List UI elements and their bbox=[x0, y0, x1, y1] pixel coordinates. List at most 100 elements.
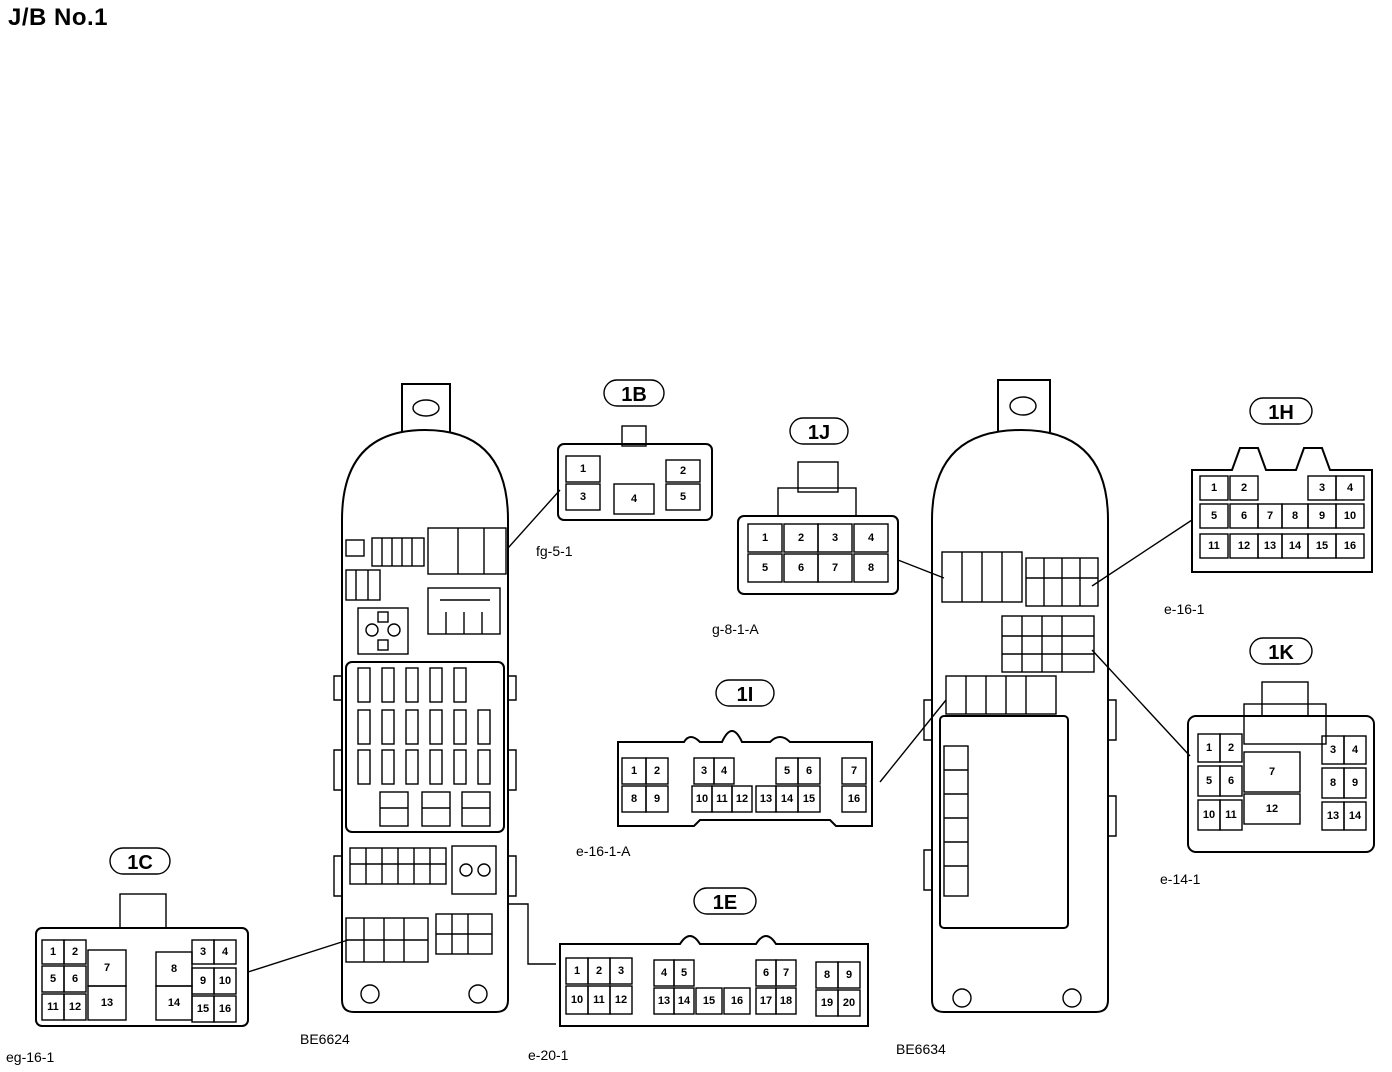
connector-1H-pin-16: 16 bbox=[1344, 540, 1356, 552]
connector-1I-pin-14: 14 bbox=[781, 793, 794, 805]
connector-1E-part: e-20-1 bbox=[528, 1047, 569, 1063]
connector-1C: 1C 1 2 3 4 5 6 7 8 9 10 11 12 13 14 15 1… bbox=[6, 847, 249, 1065]
connector-1K-part: e-14-1 bbox=[1160, 871, 1201, 887]
connector-1H-part: e-16-1 bbox=[1164, 601, 1205, 617]
connector-1E-pin-18: 18 bbox=[780, 995, 792, 1007]
connector-1E-pin-17: 17 bbox=[760, 995, 772, 1007]
connector-1E-pin-12: 12 bbox=[615, 994, 627, 1006]
connector-1E-pin-19: 19 bbox=[821, 997, 833, 1009]
connector-1H-pin-3: 3 bbox=[1319, 482, 1325, 494]
connector-1K-pin-3: 3 bbox=[1330, 744, 1336, 756]
connector-1H-pin-10: 10 bbox=[1344, 510, 1356, 522]
connector-1I-pin-10: 10 bbox=[696, 793, 708, 805]
connector-1E-pin-14: 14 bbox=[678, 995, 691, 1007]
block-code-right: BE6634 bbox=[896, 1041, 946, 1057]
connector-1I-pin-2: 2 bbox=[654, 765, 660, 777]
connector-1C-pin-1: 1 bbox=[50, 946, 56, 958]
connector-1B-pin-3: 3 bbox=[580, 491, 586, 503]
connector-1K-pin-4: 4 bbox=[1352, 744, 1359, 756]
connector-1E-id: 1E bbox=[713, 892, 737, 914]
connector-1H-pin-1: 1 bbox=[1211, 482, 1217, 494]
connector-1C-part: eg-16-1 bbox=[6, 1049, 54, 1065]
connector-1I-pin-16: 16 bbox=[848, 793, 860, 805]
connector-1I-pin-12: 12 bbox=[736, 793, 748, 805]
page-title: J/B No.1 bbox=[8, 4, 109, 31]
connector-1H-pin-8: 8 bbox=[1292, 510, 1298, 522]
connector-1C-pin-6: 6 bbox=[72, 973, 78, 985]
connector-1C-pin-14: 14 bbox=[168, 997, 181, 1009]
connector-1I-pin-3: 3 bbox=[701, 765, 707, 777]
block-code-left: BE6624 bbox=[300, 1031, 350, 1047]
connector-1H: 1H 1 2 3 4 5 6 7 8 9 10 11 12 13 14 15 1… bbox=[1164, 397, 1373, 617]
connector-1J-id: 1J bbox=[808, 422, 830, 444]
connector-1I-pin-15: 15 bbox=[803, 793, 815, 805]
connector-1C-pin-2: 2 bbox=[72, 946, 78, 958]
connector-1J-part: g-8-1-A bbox=[712, 621, 759, 637]
connector-1E-pin-9: 9 bbox=[846, 969, 852, 981]
connector-1E-pin-4: 4 bbox=[661, 967, 668, 979]
connector-1E-pin-6: 6 bbox=[763, 967, 769, 979]
connector-1I-pin-1: 1 bbox=[631, 765, 637, 777]
connector-1J-pin-3: 3 bbox=[832, 532, 838, 544]
connector-1B-pin-5: 5 bbox=[680, 491, 686, 503]
connector-1B-pin-4: 4 bbox=[631, 493, 638, 505]
connector-1J-pin-2: 2 bbox=[798, 532, 804, 544]
connector-1H-pin-5: 5 bbox=[1211, 510, 1217, 522]
connector-1B-part: fg-5-1 bbox=[536, 543, 573, 559]
connector-1E-pin-16: 16 bbox=[731, 995, 743, 1007]
junction-block-left: BE6624 bbox=[300, 383, 517, 1047]
connector-1C-pin-3: 3 bbox=[200, 946, 206, 958]
connector-1C-pin-16: 16 bbox=[219, 1003, 231, 1015]
connector-1I-pin-9: 9 bbox=[654, 793, 660, 805]
connector-1I-pin-7: 7 bbox=[851, 765, 857, 777]
connector-1E-pin-13: 13 bbox=[658, 995, 670, 1007]
connector-1H-pin-12: 12 bbox=[1238, 540, 1250, 552]
connector-1E-pin-15: 15 bbox=[703, 995, 715, 1007]
connector-1B-pin-1: 1 bbox=[580, 463, 586, 475]
connector-1J-pin-6: 6 bbox=[798, 562, 804, 574]
junction-block-right: BE6634 bbox=[896, 379, 1117, 1057]
connector-1E-pin-3: 3 bbox=[618, 965, 624, 977]
leader-lines bbox=[247, 489, 1193, 973]
connector-1K-pin-5: 5 bbox=[1206, 775, 1212, 787]
connector-1I-pin-13: 13 bbox=[760, 793, 772, 805]
connector-1H-pin-14: 14 bbox=[1289, 540, 1302, 552]
connector-1C-pin-13: 13 bbox=[101, 997, 113, 1009]
connector-1K-pin-11: 11 bbox=[1225, 809, 1237, 821]
connector-1I-pin-5: 5 bbox=[784, 765, 790, 777]
connector-1B: 1B 1 2 3 4 5 fg-5-1 bbox=[536, 379, 713, 559]
connector-1E-pin-2: 2 bbox=[596, 965, 602, 977]
connector-1B-id: 1B bbox=[621, 384, 647, 406]
connector-1J-pin-4: 4 bbox=[868, 532, 875, 544]
connector-1J: 1J 1 2 3 4 5 6 7 8 g-8-1-A bbox=[712, 417, 899, 637]
connector-1K-pin-9: 9 bbox=[1352, 777, 1358, 789]
connector-1H-pin-15: 15 bbox=[1316, 540, 1328, 552]
connector-1E-pin-5: 5 bbox=[681, 967, 687, 979]
connector-1C-pin-12: 12 bbox=[69, 1001, 81, 1013]
connector-1K: 1K 1 2 3 4 5 6 7 8 9 10 11 12 13 14 e-14… bbox=[1160, 637, 1375, 887]
connector-1E: 1E 1 2 3 4 5 6 7 8 9 10 11 12 13 14 15 1… bbox=[528, 887, 869, 1063]
connector-1C-pin-5: 5 bbox=[50, 973, 56, 985]
connector-1I-pin-8: 8 bbox=[631, 793, 637, 805]
connector-1K-pin-12: 12 bbox=[1266, 803, 1278, 815]
connector-1H-pin-9: 9 bbox=[1319, 510, 1325, 522]
connector-1H-pin-6: 6 bbox=[1241, 510, 1247, 522]
connector-1E-pin-10: 10 bbox=[571, 994, 583, 1006]
connector-1H-id: 1H bbox=[1268, 402, 1294, 424]
connector-1C-pin-8: 8 bbox=[171, 963, 177, 975]
connector-1K-pin-2: 2 bbox=[1228, 742, 1234, 754]
connector-1K-pin-7: 7 bbox=[1269, 766, 1275, 778]
connector-1H-pin-13: 13 bbox=[1264, 540, 1276, 552]
connector-1C-pin-9: 9 bbox=[200, 975, 206, 987]
connector-1J-pin-8: 8 bbox=[868, 562, 874, 574]
connector-1H-pin-7: 7 bbox=[1267, 510, 1273, 522]
connector-1K-pin-1: 1 bbox=[1206, 742, 1212, 754]
connector-1H-pin-2: 2 bbox=[1241, 482, 1247, 494]
connector-1C-id: 1C bbox=[127, 852, 153, 874]
connector-1J-pin-1: 1 bbox=[762, 532, 768, 544]
connector-1E-pin-7: 7 bbox=[783, 967, 789, 979]
connector-1I-pin-11: 11 bbox=[716, 793, 728, 805]
connector-1E-pin-11: 11 bbox=[593, 994, 605, 1006]
connector-1K-pin-13: 13 bbox=[1327, 810, 1339, 822]
connector-1E-pin-1: 1 bbox=[574, 965, 580, 977]
